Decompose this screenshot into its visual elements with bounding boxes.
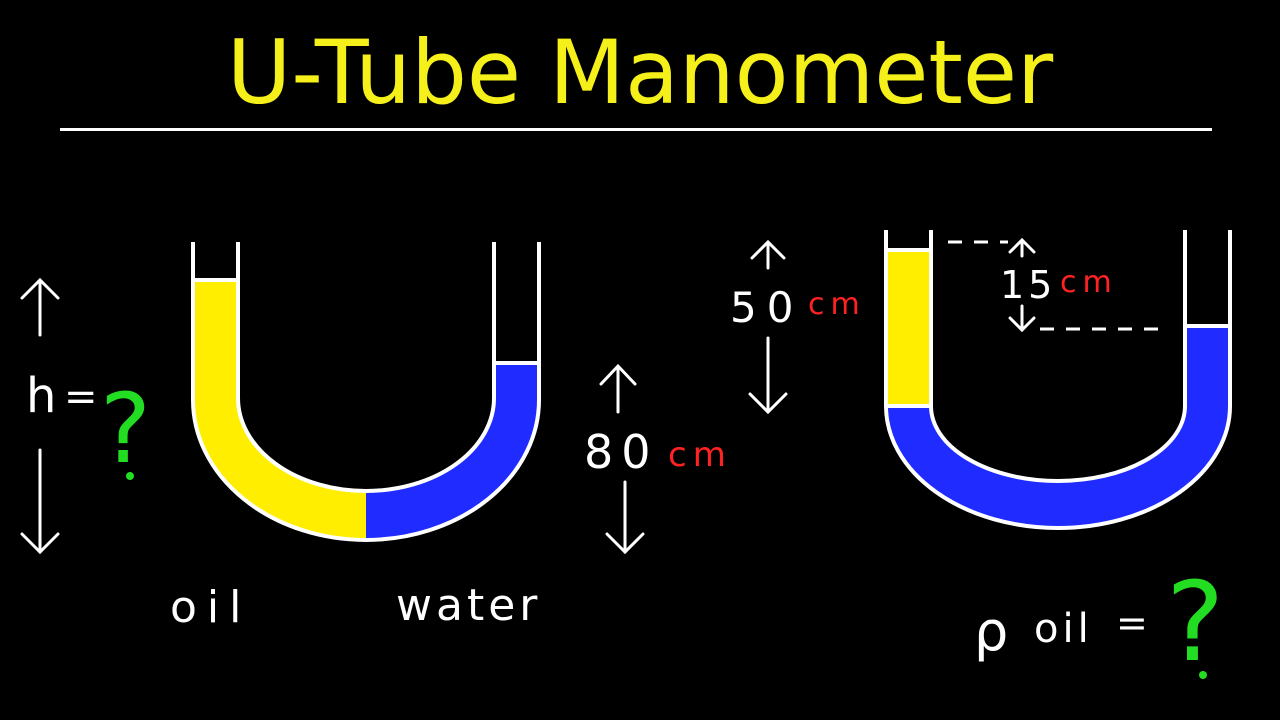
h-height-arrow <box>20 277 60 555</box>
rho-equals: = <box>1116 601 1148 645</box>
oil-height-unit: cm <box>808 287 866 322</box>
left-oil-fill <box>193 280 366 540</box>
oil-height-arrow <box>748 239 788 415</box>
rho-oil-label: oil <box>1034 606 1093 652</box>
h-equals: = <box>64 374 98 420</box>
left-tube-outer-wall <box>191 242 541 542</box>
water-height-unit: cm <box>668 435 732 475</box>
water-height-value: 80 <box>584 425 659 479</box>
level-difference-unit: cm <box>1060 265 1118 300</box>
water-label: water <box>396 580 541 631</box>
right-water-fill <box>886 326 1230 528</box>
right-oil-fill <box>886 250 931 406</box>
water-height-arrow <box>599 363 645 555</box>
oil-label: oil <box>170 582 251 633</box>
rho-question-mark: ? <box>1166 558 1224 686</box>
rho-question-dot <box>1199 671 1207 679</box>
title-underline <box>60 128 1212 131</box>
rho-symbol: ρ <box>974 600 1008 663</box>
left-u-tube <box>191 242 541 542</box>
level-difference-value: 15 <box>1000 263 1056 307</box>
left-water-fill <box>366 363 539 540</box>
page-title: U-Tube Manometer <box>226 21 1054 124</box>
oil-height-value: 50 <box>730 283 803 332</box>
right-tube-outer-wall <box>884 230 1232 530</box>
h-question-dot <box>126 472 134 480</box>
left-tube-inner-wall <box>236 242 496 493</box>
right-tube-inner-wall <box>929 230 1187 483</box>
level-difference-arrow <box>1008 237 1036 333</box>
h-question-mark: ? <box>100 373 151 485</box>
h-label: h <box>26 368 56 424</box>
right-u-tube <box>884 230 1232 530</box>
